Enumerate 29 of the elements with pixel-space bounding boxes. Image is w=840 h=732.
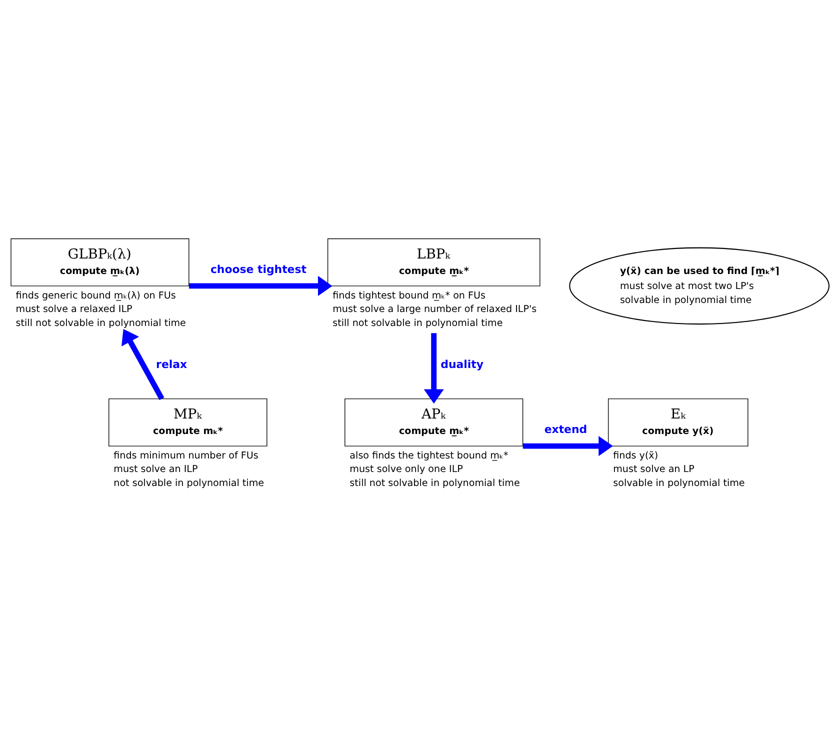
arrow xyxy=(522,436,613,456)
node-box: MPₖ compute mₖ* xyxy=(108,398,268,446)
node-label: still not solvable in polynomial time xyxy=(16,318,186,329)
node-label: finds tightest bound m̲ₖ* on FUs xyxy=(332,290,486,302)
node-label: solvable in polynomial time xyxy=(613,478,745,489)
edge-label: choose tightest xyxy=(210,262,306,276)
node-box: APₖ compute m̲ₖ* xyxy=(344,398,524,446)
node-label: also finds the tightest bound m̲ₖ* xyxy=(350,450,508,462)
node-label: must solve only one ILP xyxy=(350,464,463,476)
node-label: finds generic bound m̲ₖ(λ) on FUs xyxy=(16,290,176,302)
node-label: finds minimum number of FUs xyxy=(114,450,258,462)
node-label: finds y(x̃) xyxy=(613,450,658,462)
node-ellipse: y(x̃) can be used to find ⌈m̲ₖ*⌉ must solve at most two LP's solvable in polynomial time xyxy=(569,247,830,325)
node-label: must solve an LP xyxy=(613,464,694,476)
arrow xyxy=(189,276,332,296)
node-box: GLBPₖ(λ) compute m̲ₖ(λ) xyxy=(10,238,190,286)
node-label: still not solvable in polynomial time xyxy=(350,478,520,489)
node-label: not solvable in polynomial time xyxy=(114,478,264,489)
node-label: must solve a relaxed ILP xyxy=(16,304,132,316)
node-box: LBPₖ compute m̲ₖ* xyxy=(327,238,540,286)
node-label: still not solvable in polynomial time xyxy=(332,318,503,329)
edge-label: extend xyxy=(544,422,588,436)
node-box: Eₖ compute y(x̃) xyxy=(608,398,748,446)
arrow xyxy=(424,333,444,404)
edge-label: relax xyxy=(156,358,188,371)
arrow xyxy=(121,329,164,400)
node-label: must solve a large number of relaxed ILP's xyxy=(332,304,537,316)
edge-label: duality xyxy=(440,358,484,371)
node-label: must solve an ILP xyxy=(114,464,198,476)
